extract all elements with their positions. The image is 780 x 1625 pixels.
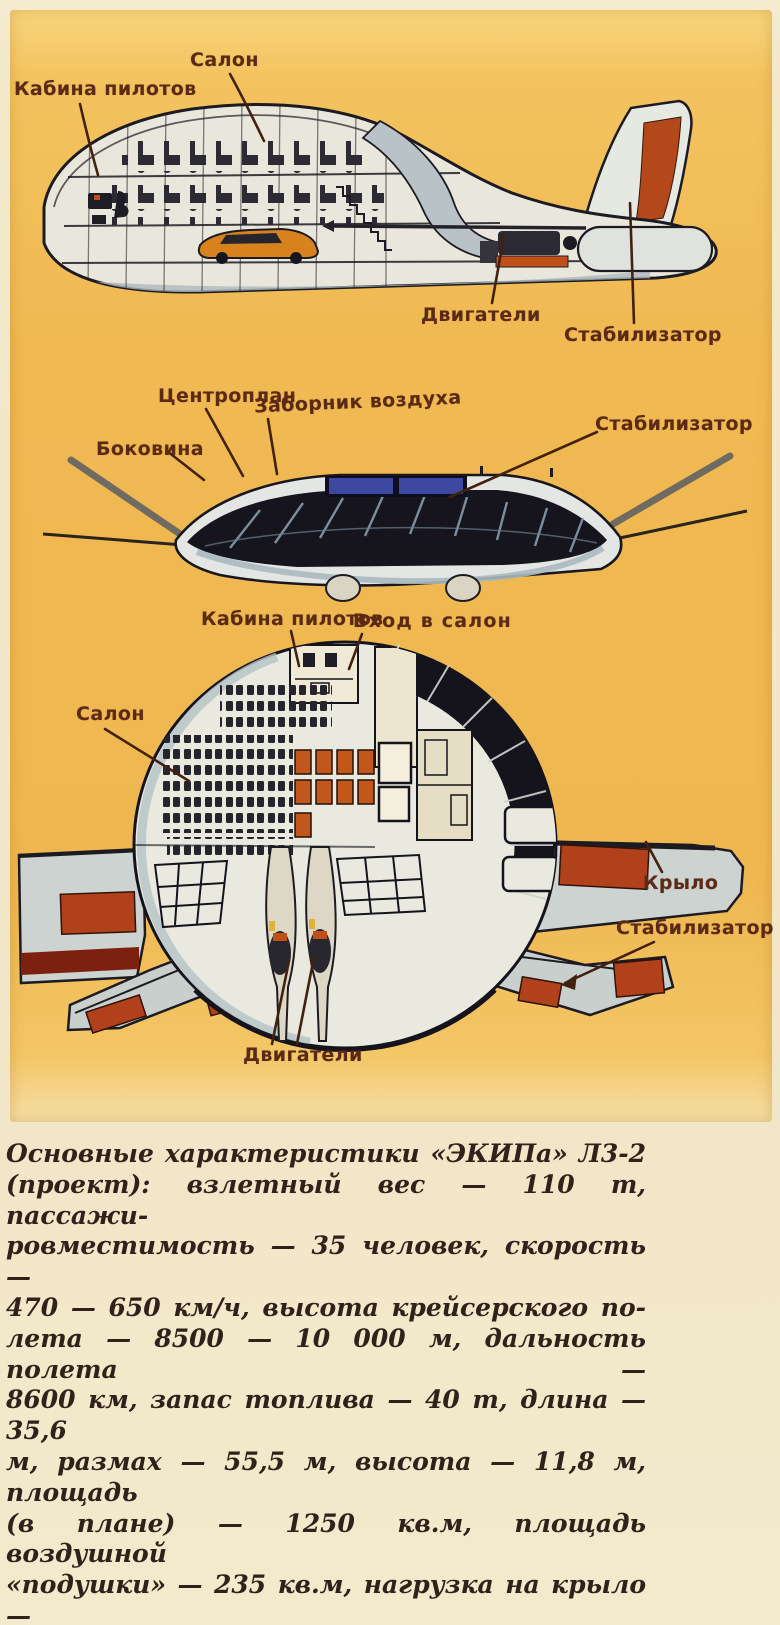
caption-paragraph: Основные характеристики «ЭКИПа» Л3-2 (пр… — [6, 1139, 646, 1625]
caption-line: лета — 8500 — 10 000 м, дальность полета… — [6, 1323, 646, 1384]
front-view-diagram — [42, 452, 748, 602]
tail-cone — [576, 225, 714, 273]
entrance-corridor — [374, 646, 473, 841]
label-side-engines: Двигатели — [421, 304, 541, 326]
orange-seat-block — [294, 749, 375, 838]
cargo-grids — [153, 853, 427, 929]
label-plan-entrance: Вход в салон — [353, 610, 512, 632]
label-front-center-section: Центроплан — [158, 385, 297, 407]
caption-line: ровместимость — 35 человек, скорость — — [6, 1231, 646, 1292]
seat-block-top — [220, 680, 332, 728]
label-side-salon: Салон — [190, 49, 259, 71]
cabin-interior — [58, 104, 650, 293]
seat-block-left — [163, 735, 293, 833]
tail-fin — [584, 99, 693, 239]
caption-line: 470 — 650 км/ч, высота крейсерского по- — [6, 1292, 646, 1322]
car — [197, 227, 320, 264]
label-plan-salon: Салон — [76, 703, 145, 725]
window-band — [187, 490, 607, 567]
plan-view-diagram — [17, 640, 745, 1052]
caption-line: «подушки» — 235 кв.м, нагрузка на крыло … — [6, 1570, 646, 1625]
right-stabilizer-strut — [600, 452, 748, 544]
tables — [501, 805, 556, 893]
caption-line: (проект): взлетный вес — 110 т, пассажи- — [6, 1169, 646, 1230]
plan-interior — [134, 644, 556, 929]
label-plan-wing: Крыло — [643, 872, 719, 894]
label-front-side-panel: Боковина — [96, 438, 204, 460]
side-cutaway-diagram — [42, 99, 718, 294]
upper-deck-seats — [122, 135, 370, 175]
label-side-stabilizer: Стабилизатор — [564, 324, 722, 346]
caption-line: 8600 км, запас топлива — 40 т, длина — 3… — [6, 1385, 646, 1446]
center-section-panels — [325, 476, 467, 497]
window-glints — [229, 494, 585, 553]
label-front-stabilizer: Стабилизатор — [595, 413, 753, 435]
right-wing — [521, 839, 745, 935]
caption-line: м, размах — 55,5 м, высота — 11,8 м, пло… — [6, 1446, 646, 1507]
caption-line: (в плане) — 1250 кв.м, площадь воздушной — [6, 1508, 646, 1569]
left-stabilizer-strut — [42, 456, 190, 547]
cockpit-detail — [88, 191, 129, 224]
label-plan-engines: Двигатели — [243, 1044, 363, 1066]
left-wing — [17, 847, 147, 985]
label-plan-cabin: Кабина пилотов — [201, 608, 384, 630]
staircase — [336, 186, 392, 251]
lower-deck-seats — [104, 185, 384, 225]
label-side-cabin: Кабина пилотов — [14, 78, 197, 100]
caption-line: Основные характеристики «ЭКИПа» Л3-2 — [6, 1139, 646, 1168]
engine-cluster — [322, 220, 587, 268]
label-plan-stabilizer: Стабилизатор — [616, 917, 774, 939]
landing-pods — [325, 574, 481, 602]
